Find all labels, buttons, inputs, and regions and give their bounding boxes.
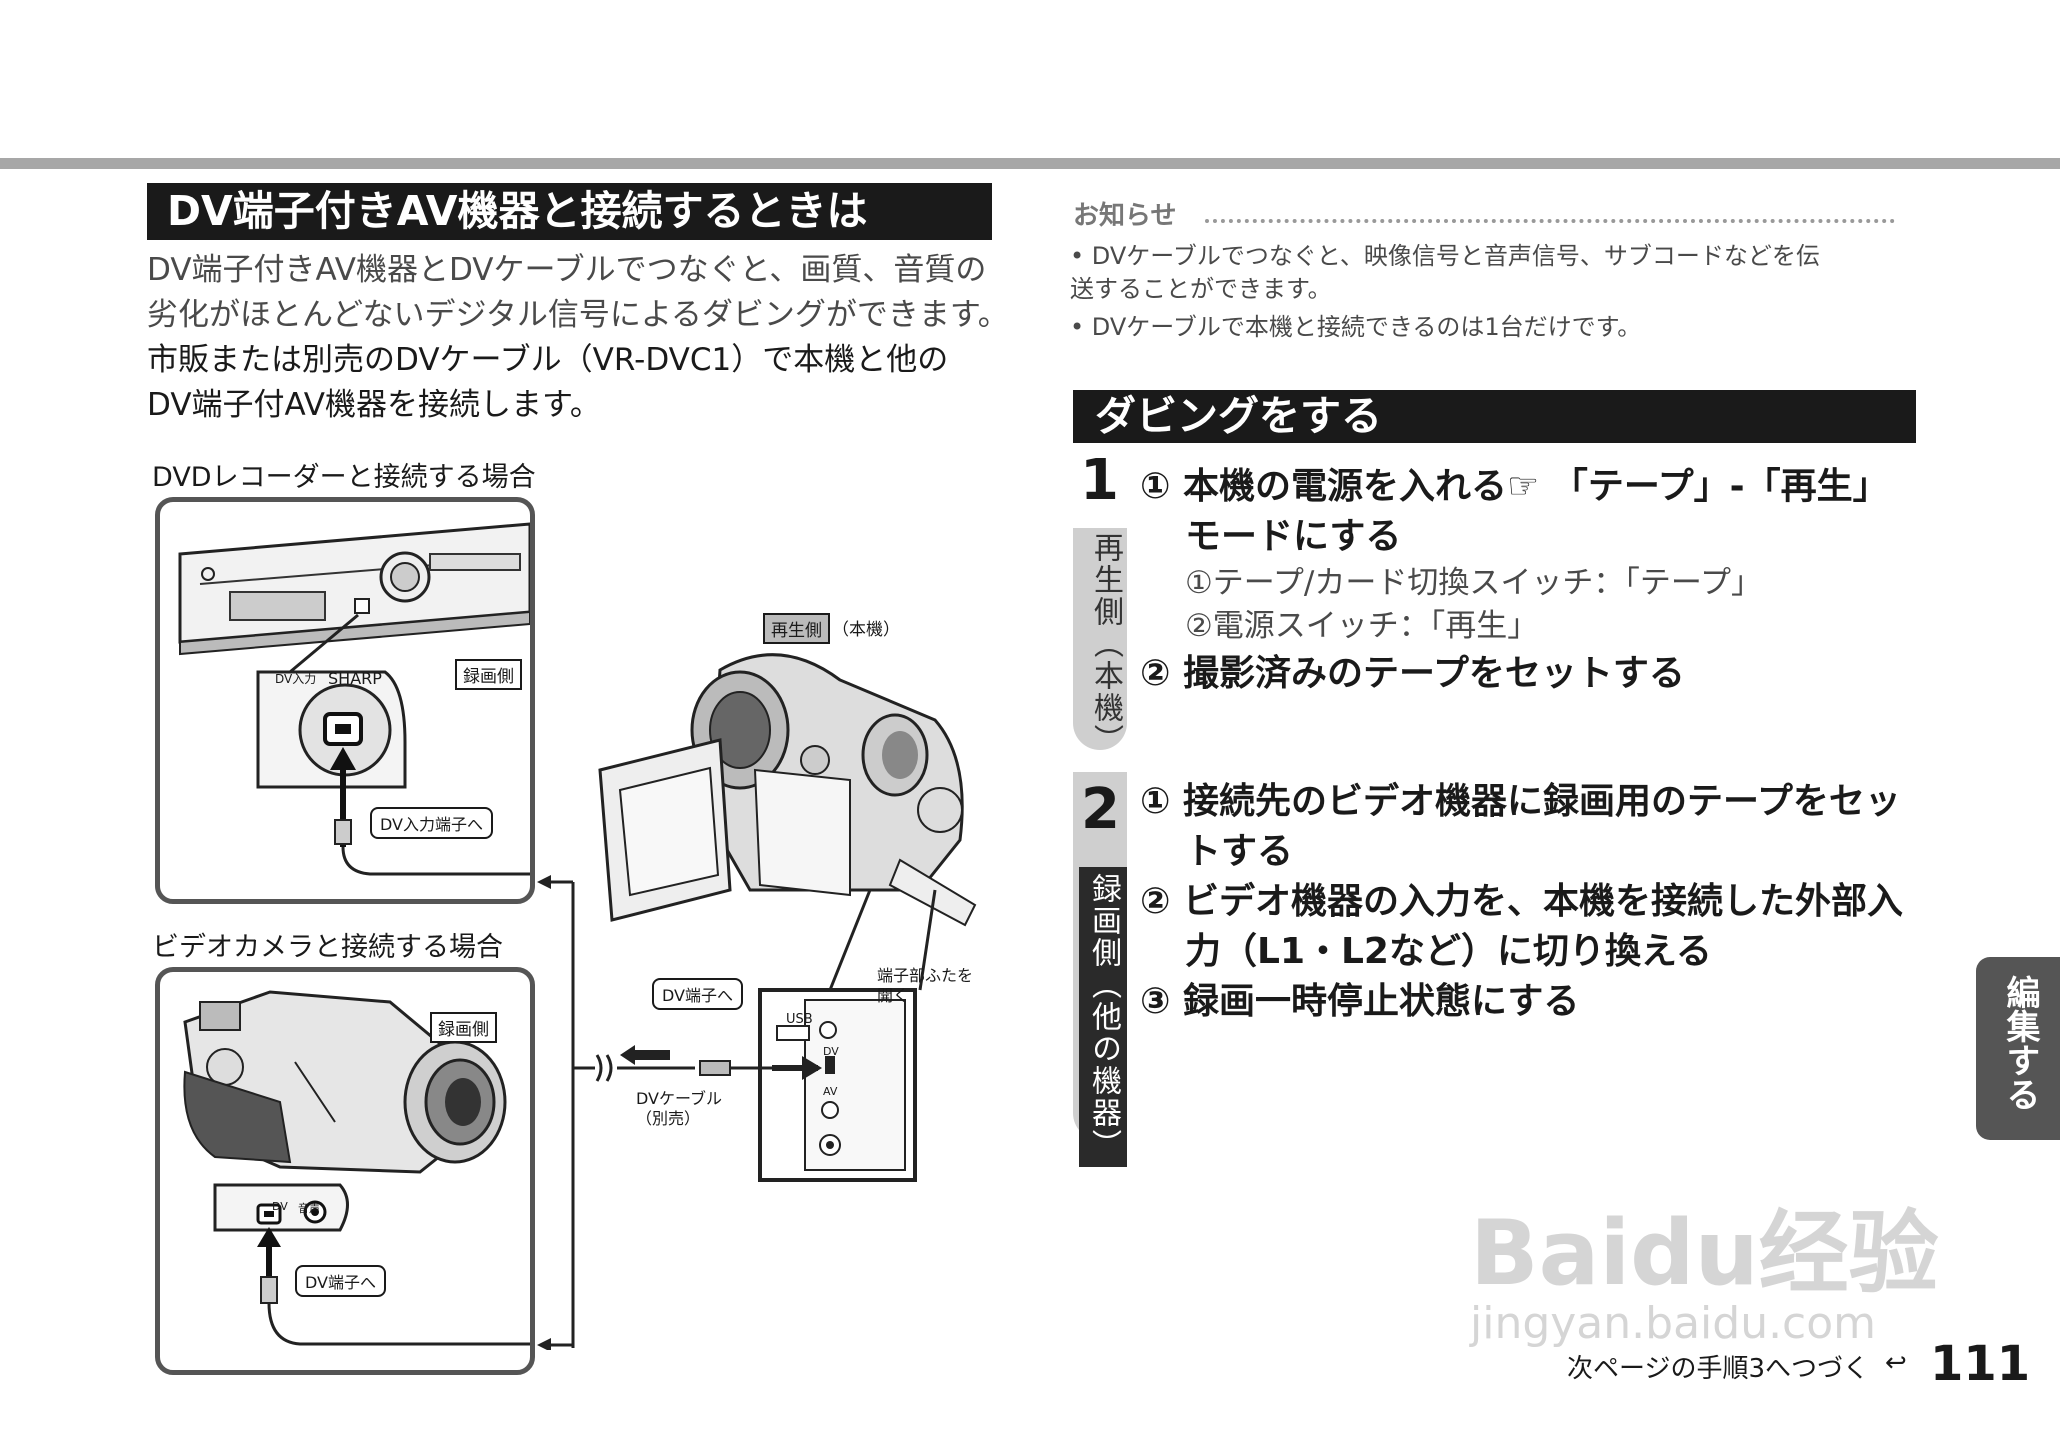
dv-input-port-label: DV入力 bbox=[275, 672, 317, 686]
connection-bracket bbox=[537, 875, 695, 1350]
dvd-recorder-drawing bbox=[178, 522, 530, 876]
camcorder-drawing bbox=[598, 653, 977, 1182]
dvd-recorder-illustration: SHARP DV入力 録画側 DV入力端子へ bbox=[155, 497, 535, 904]
chapter-side-tab-label: 編集する bbox=[2000, 975, 2040, 1111]
step-1-number: 1 bbox=[1080, 448, 1119, 513]
video-camera-illustration: 録画側 DV 音声 DV端子へ bbox=[155, 967, 535, 1375]
caption-video-camera: ビデオカメラと接続する場合 bbox=[152, 932, 503, 963]
step-1-line-1: ① 本機の電源を入れる☞ 「テープ」-「再生」 bbox=[1140, 466, 1889, 507]
step-2-line-2: ② ビデオ機器の入力を、本機を接続した外部入 bbox=[1140, 881, 1904, 922]
step-2-line-1: ① 接続先のビデオ機器に録画用のテープをセッ bbox=[1140, 781, 1901, 822]
continue-note: 次ページの手順3へつづく bbox=[1567, 1354, 1870, 1384]
intro-line-4: DV端子付AV機器を接続します。 bbox=[147, 387, 601, 423]
camera-dv-port-label: DV bbox=[272, 1200, 288, 1213]
top-rule bbox=[0, 158, 2060, 169]
step-2-number: 2 bbox=[1081, 777, 1120, 842]
step-2-line-3: ③ 録画一時停止状態にする bbox=[1140, 981, 1580, 1022]
section-heading-dubbing: ダビングをする bbox=[1073, 390, 1916, 443]
play-side-tag: 再生側 bbox=[763, 613, 830, 644]
step-1-tab-label: 再生側（本機） bbox=[1088, 532, 1123, 756]
cover-note-line-2: 開く bbox=[877, 986, 910, 1005]
intro-line-1: DV端子付きAV機器とDVケーブルでつなぐと、画質、音質の bbox=[147, 252, 987, 288]
record-side-tag-2: 録画側 bbox=[430, 1012, 497, 1043]
step-1-line-1b: モードにする bbox=[1185, 516, 1402, 557]
notice-bullet-2: • DVケーブルで本機と接続できるのは1台だけです。 bbox=[1070, 313, 1642, 341]
record-side-tag-1: 録画側 bbox=[455, 659, 522, 690]
continue-arrow-icon: ↩ bbox=[1885, 1348, 1907, 1378]
dvd-brand-logo: SHARP bbox=[328, 669, 382, 688]
callout-dv-input: DV入力端子へ bbox=[370, 807, 493, 839]
page-number: 111 bbox=[1930, 1336, 2031, 1392]
step-2-tab: 2 録画側（他の機器） bbox=[1073, 772, 1127, 1167]
step-1-tab: 再生側（本機） bbox=[1073, 528, 1127, 756]
section-heading-dv: DV端子付きAV機器と接続するときは bbox=[147, 183, 992, 240]
panel-dv-label: DV bbox=[823, 1045, 839, 1058]
step-2-tab-label: 録画側（他の機器） bbox=[1079, 867, 1127, 1167]
cable-label-line-2: （別売） bbox=[636, 1109, 701, 1128]
notice-title: お知らせ bbox=[1073, 201, 1177, 231]
panel-av-label: AV bbox=[823, 1085, 838, 1098]
watermark-url: jingyan.baidu.com bbox=[1470, 1298, 1877, 1349]
play-side-tag-sub: （本機） bbox=[832, 620, 900, 640]
camera-audio-port-label: 音声 bbox=[298, 1202, 320, 1215]
intro-line-3: 市販または別売のDVケーブル（VR-DVC1）で本機と他の bbox=[147, 342, 949, 378]
video-camera-drawing bbox=[183, 990, 530, 1346]
step-1-line-2: ② 撮影済みのテープをセットする bbox=[1140, 653, 1685, 694]
notice-dotted-rule bbox=[1205, 219, 1895, 223]
cable-label-line-1: DVケーブル bbox=[636, 1089, 723, 1108]
notice-bullet-1-cont: 送することができます。 bbox=[1070, 275, 1332, 303]
panel-usb-label: USB bbox=[786, 1012, 813, 1027]
notice-bullet-1: • DVケーブルでつなぐと、映像信号と音声信号、サブコードなどを伝 bbox=[1070, 242, 1820, 270]
callout-dv-terminal-camera: DV端子へ bbox=[295, 1265, 386, 1297]
intro-line-2: 劣化がほとんどないデジタル信号によるダビングができます。 bbox=[147, 297, 1009, 333]
watermark-logo: Baidu经验 bbox=[1470, 1201, 1939, 1306]
chapter-side-tab: 編集する bbox=[1976, 957, 2060, 1140]
caption-dvd-recorder: DVDレコーダーと接続する場合 bbox=[152, 462, 536, 493]
callout-dv-terminal: DV端子へ bbox=[652, 978, 743, 1010]
cover-note-line-1: 端子部ふたを bbox=[877, 966, 974, 985]
step-1-sub-2: ②電源スイッチ：「再生」 bbox=[1185, 608, 1539, 644]
step-2-line-1b: トする bbox=[1185, 831, 1294, 872]
step-1-sub-1: ①テープ/カード切換スイッチ：「テープ」 bbox=[1185, 565, 1763, 601]
step-2-line-2b: 力（L1・L2など）に切り換える bbox=[1185, 931, 1712, 972]
